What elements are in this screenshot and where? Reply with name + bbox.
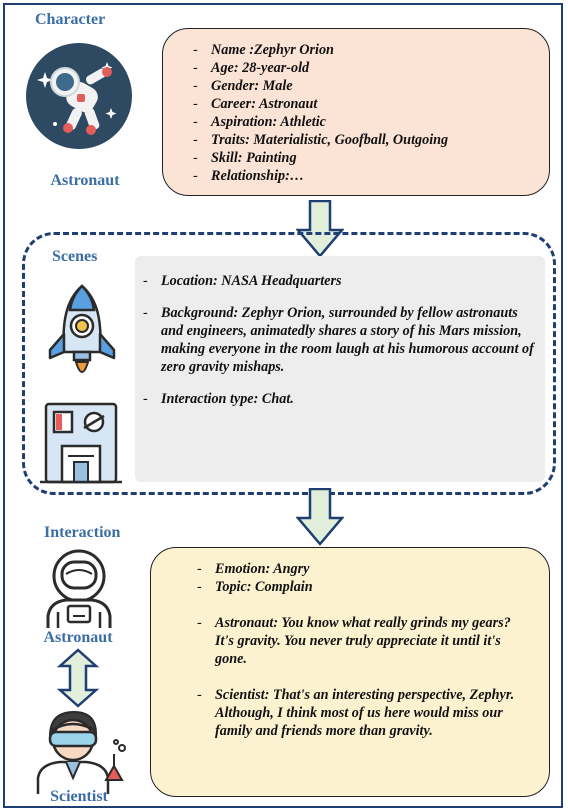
character-attribute: Skill: Painting <box>189 149 549 167</box>
scientist-caption: Scientist <box>50 788 108 805</box>
down-arrow-icon <box>295 487 345 551</box>
scene-detail: Background: Zephyr Orion, surrounded by … <box>139 304 539 376</box>
dialogue-line: Astronaut: You know what really grinds m… <box>193 614 533 668</box>
interaction-detail: Topic: Complain <box>193 578 533 596</box>
character-attribute: Traits: Materialistic, Goofball, Outgoin… <box>189 131 549 149</box>
rocket-icon <box>44 282 120 386</box>
interaction-detail-list: Emotion: Angry Topic: Complain Astronaut… <box>193 560 533 740</box>
character-box: Name :Zephyr Orion Age: 28-year-old Gend… <box>162 28 550 196</box>
character-attribute: Relationship:… <box>189 167 549 185</box>
character-attribute-list: Name :Zephyr Orion Age: 28-year-old Gend… <box>189 41 549 185</box>
scenes-dashed-border <box>22 232 556 495</box>
scene-detail: Interaction type: Chat. <box>139 390 539 408</box>
astronaut-floating-icon <box>25 42 133 150</box>
dialogue-line: Scientist: That's an interesting perspec… <box>193 686 533 740</box>
character-attribute: Aspiration: Athletic <box>189 113 549 131</box>
astronaut-caption: Astronaut <box>43 629 113 646</box>
character-attribute: Name :Zephyr Orion <box>189 41 549 59</box>
interaction-title: Interaction <box>44 524 121 541</box>
character-title: Character <box>35 11 106 28</box>
character-attribute: Age: 28-year-old <box>189 59 549 77</box>
interaction-box: Emotion: Angry Topic: Complain Astronaut… <box>150 547 550 797</box>
scenes-box: Location: NASA Headquarters Background: … <box>135 256 545 482</box>
character-caption: Astronaut <box>50 172 120 189</box>
character-attribute: Career: Astronaut <box>189 95 549 113</box>
character-attribute: Gender: Male <box>189 77 549 95</box>
figure-frame <box>3 3 563 808</box>
scenes-title: Scenes <box>52 248 98 265</box>
interaction-detail: Emotion: Angry <box>193 560 533 578</box>
astronaut-helmet-icon <box>40 546 118 630</box>
scene-detail: Location: NASA Headquarters <box>139 272 539 290</box>
scenes-detail-list: Location: NASA Headquarters Background: … <box>139 272 539 408</box>
down-arrow-icon <box>295 199 345 263</box>
scientist-icon <box>30 708 130 794</box>
double-arrow-icon <box>56 648 100 713</box>
building-icon <box>38 400 124 486</box>
